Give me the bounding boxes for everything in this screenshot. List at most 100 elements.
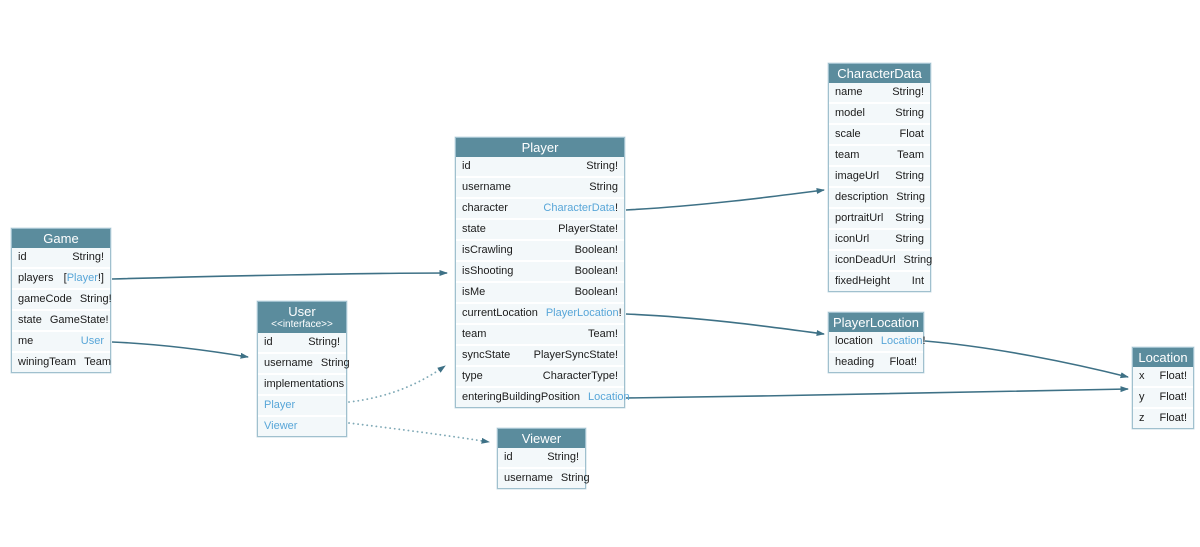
type-node-header[interactable]: Location (1133, 348, 1193, 367)
type-node-header[interactable]: Player (456, 138, 624, 157)
field-type: Location (588, 388, 630, 407)
type-reference-link[interactable]: User (80, 335, 104, 347)
field-name: imageUrl (835, 170, 880, 182)
type-reference-link[interactable]: Location (880, 335, 923, 347)
type-text: Team (897, 149, 924, 161)
field-name: state (18, 314, 42, 326)
type-text: [ (63, 272, 67, 284)
field-name: username (462, 181, 511, 193)
field-row-game-players[interactable]: players[Player!] (12, 269, 110, 290)
field-row-viewer-username[interactable]: username String (498, 469, 590, 488)
field-name: currentLocation (462, 307, 538, 319)
field-row-player-currentlocation[interactable]: currentLocation PlayerLocation! (456, 304, 624, 325)
edge-player-enteringbuildingposition-to-location (625, 386, 1129, 399)
field-type: String (561, 469, 590, 488)
type-text: String (895, 233, 924, 245)
type-text: Float (899, 128, 924, 140)
field-name: username (504, 472, 553, 484)
field-name: players (18, 272, 54, 284)
type-text: Team! (588, 328, 618, 340)
type-text: PlayerState! (558, 223, 618, 235)
field-name: description (835, 191, 889, 203)
edge-user-player-to-player (348, 365, 446, 403)
type-text: Boolean! (574, 244, 618, 256)
field-type: Float (900, 125, 924, 144)
type-node-header[interactable]: User<<interface>> (258, 302, 346, 333)
type-node-header[interactable]: Game (12, 229, 110, 248)
field-name: id (462, 160, 471, 172)
field-row-player-username[interactable]: username String (456, 178, 624, 199)
type-text: Int (911, 275, 924, 287)
type-reference-link[interactable]: PlayerLocation (545, 307, 619, 319)
field-row-user-viewer[interactable]: Viewer (258, 417, 346, 436)
edge-playerlocation-location-to-location (924, 340, 1129, 379)
type-reference-link[interactable]: Player (66, 272, 98, 284)
field-row-user-player[interactable]: Player (258, 396, 346, 417)
field-type: String (589, 178, 618, 197)
field-row-characterdata-team[interactable]: team Team (829, 146, 930, 167)
edge-game-players-to-player (111, 270, 448, 280)
field-type: Boolean! (575, 283, 618, 302)
field-type: String (895, 167, 924, 186)
field-type: CharacterType! (543, 367, 618, 386)
edge-player-currentlocation-to-playerlocation (625, 313, 825, 336)
field-row-user-implementations[interactable]: implementations (258, 375, 346, 396)
field-name[interactable]: Viewer (264, 420, 298, 432)
type-text: PlayerSyncState! (533, 349, 618, 361)
field-row-characterdata-imageurl[interactable]: imageUrl String (829, 167, 930, 188)
type-text: String! (79, 293, 112, 305)
field-name: character (462, 202, 508, 214)
field-type: PlayerLocation! (546, 304, 622, 323)
type-node-header[interactable]: PlayerLocation (829, 313, 923, 332)
type-reference-link[interactable]: CharacterData (543, 202, 615, 214)
type-reference-link[interactable]: Location (588, 391, 630, 403)
field-name[interactable]: Player (264, 399, 296, 411)
field-type: String! (72, 248, 104, 267)
field-name: team (835, 149, 860, 161)
type-node-header[interactable]: CharacterData (829, 64, 930, 83)
type-title: User (288, 304, 316, 319)
field-type: Boolean! (575, 241, 618, 260)
type-node-header[interactable]: Viewer (498, 429, 585, 448)
